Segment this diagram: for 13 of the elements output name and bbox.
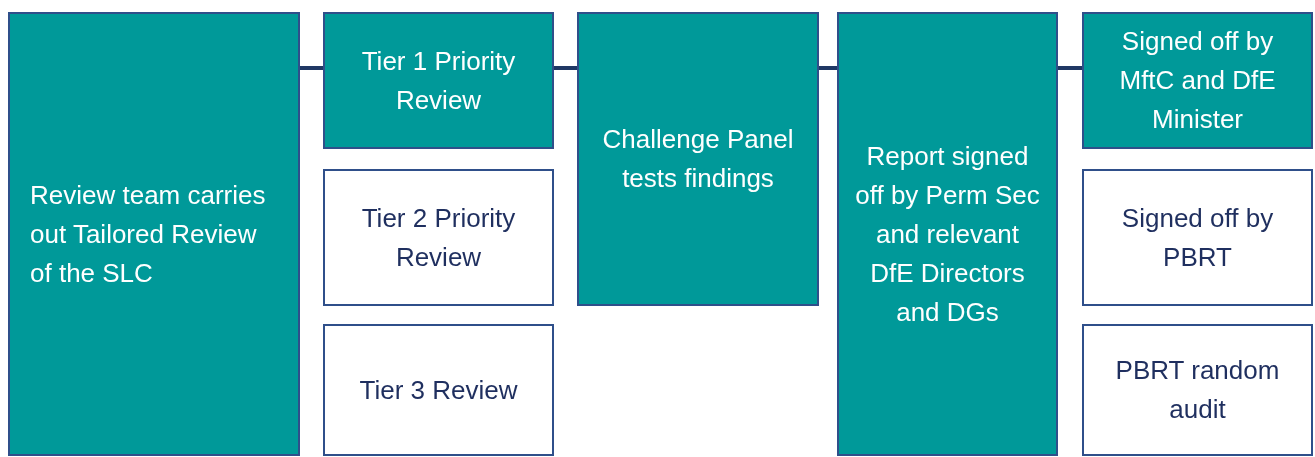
connector-line [819,66,837,70]
process-box: Review team carries out Tailored Review of the SLC [8,12,300,456]
process-box: Report signed off by Perm Sec and relevant DfE Directors and DGs [837,12,1058,456]
connector-line [554,66,577,70]
connector-line [1058,66,1082,70]
process-box: Tier 1 Priority Review [323,12,554,149]
process-box: Tier 2 Priority Review [323,169,554,306]
process-box: Signed off by PBRT [1082,169,1313,306]
process-box: PBRT random audit [1082,324,1313,456]
connector-line [300,66,323,70]
process-box: Signed off by MftC and DfE Minister [1082,12,1313,149]
process-box: Challenge Panel tests findings [577,12,819,306]
process-box: Tier 3 Review [323,324,554,456]
